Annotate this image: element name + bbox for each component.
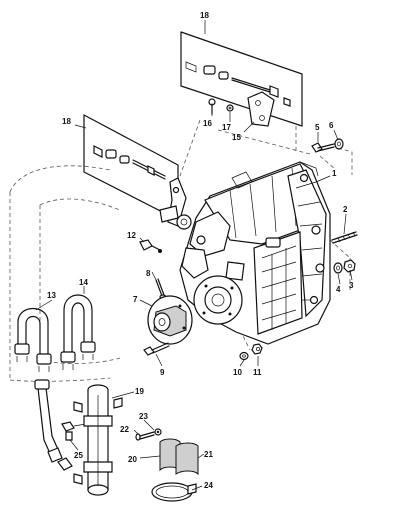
stud-2 xyxy=(331,231,358,244)
leader-lines xyxy=(9,119,353,382)
callout-7: 7 xyxy=(133,295,138,304)
callout-1: 1 xyxy=(332,169,337,178)
nut-11 xyxy=(251,343,263,355)
callout-8: 8 xyxy=(146,269,151,278)
damper-plate-7 xyxy=(147,295,193,345)
callout-9: 9 xyxy=(160,368,165,377)
callout-23: 23 xyxy=(139,412,148,421)
fitting-25 xyxy=(61,421,87,441)
callout-25: 25 xyxy=(74,451,83,460)
callout-16: 16 xyxy=(203,119,212,128)
callout-17: 17 xyxy=(222,123,231,132)
transmission-housing xyxy=(159,161,331,345)
callout-14: 14 xyxy=(79,278,88,287)
washer-6 xyxy=(334,138,344,150)
callout-18-top: 18 xyxy=(200,11,209,20)
callout-24: 24 xyxy=(204,481,213,490)
callout-20: 20 xyxy=(128,455,137,464)
washer-4 xyxy=(333,262,343,274)
screw-8 xyxy=(155,278,167,300)
hose-14 xyxy=(60,294,96,370)
callout-5: 5 xyxy=(315,123,320,132)
callout-12: 12 xyxy=(127,231,136,240)
hose-clamp-24 xyxy=(151,482,197,502)
callout-2: 2 xyxy=(343,205,348,214)
callout-13: 13 xyxy=(47,291,56,300)
bolt-9 xyxy=(143,342,170,356)
callout-15: 15 xyxy=(232,133,241,142)
washer-10 xyxy=(239,351,249,361)
mount-kit-panel-top xyxy=(180,31,303,127)
callout-4: 4 xyxy=(336,285,341,294)
insulator-21 xyxy=(175,442,199,476)
callout-leaders xyxy=(35,20,353,491)
callout-3: 3 xyxy=(349,281,354,290)
nut-3 xyxy=(343,259,356,273)
callout-11: 11 xyxy=(253,368,262,377)
callout-21: 21 xyxy=(204,450,213,459)
bolt-5 xyxy=(311,142,335,153)
sensor-12 xyxy=(139,239,162,253)
mount-kit-panel-left xyxy=(83,114,179,221)
hose-13 xyxy=(14,308,52,372)
callout-22: 22 xyxy=(120,425,129,434)
callout-labels: 18 18 16 17 15 5 6 1 2 12 8 14 13 7 9 4 … xyxy=(47,11,354,490)
washer-23 xyxy=(154,428,162,436)
mount-bracket-15 xyxy=(208,91,275,127)
callout-10: 10 xyxy=(233,368,242,377)
callout-18-left: 18 xyxy=(62,117,71,126)
callout-19: 19 xyxy=(135,387,144,396)
heat-exchanger-19 xyxy=(73,384,123,496)
hose-lower xyxy=(34,379,73,471)
screw-22 xyxy=(135,431,155,441)
callout-6: 6 xyxy=(329,121,334,130)
